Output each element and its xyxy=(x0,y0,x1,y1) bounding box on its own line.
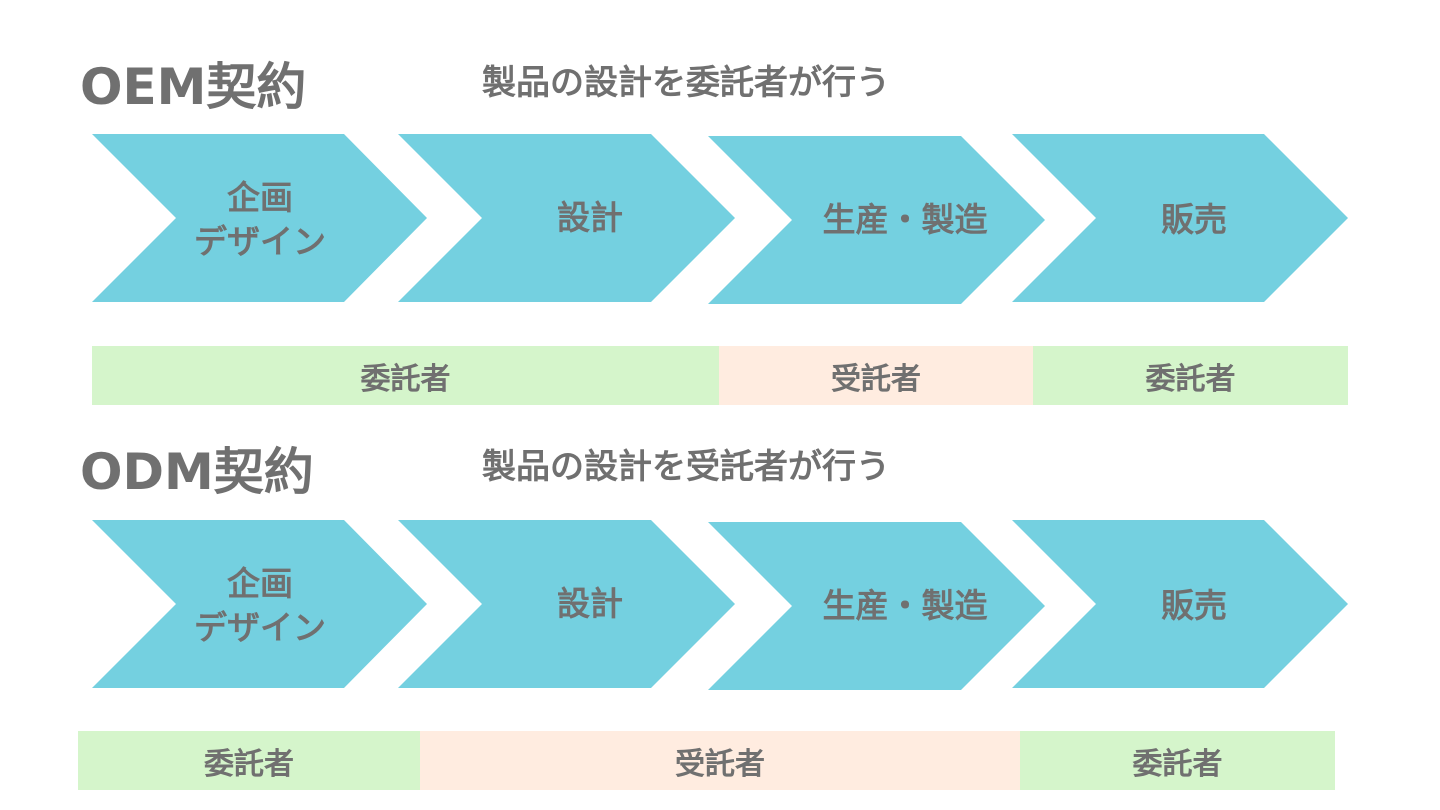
chevron-step xyxy=(708,522,1045,690)
role-client: 委託者 xyxy=(78,731,420,790)
chevron-step xyxy=(1012,134,1348,302)
odm-title: ODM契約 xyxy=(80,443,314,501)
chevron-step xyxy=(92,520,427,688)
role-client: 委託者 xyxy=(1033,346,1348,405)
oem-title: OEM契約 xyxy=(80,58,307,116)
role-contractor: 受託者 xyxy=(719,346,1033,405)
role-contractor: 受託者 xyxy=(420,731,1020,790)
chevron-step xyxy=(708,136,1045,304)
chevron-step xyxy=(92,134,427,302)
step-sales: 販売 xyxy=(1161,586,1227,625)
step-manufacturing: 生産・製造 xyxy=(822,586,988,625)
role-client: 委託者 xyxy=(92,346,719,405)
role-client: 委託者 xyxy=(1020,731,1335,790)
oem-subtitle: 製品の設計を委託者が行う xyxy=(482,63,890,103)
step-design: 設計 xyxy=(557,584,623,623)
chevron-step xyxy=(398,520,735,688)
step-manufacturing: 生産・製造 xyxy=(822,200,988,239)
odm-subtitle: 製品の設計を受託者が行う xyxy=(482,447,890,487)
chevron-step xyxy=(1012,520,1348,688)
step-design: 設計 xyxy=(557,198,623,237)
step-planning-design: 企画 デザイン xyxy=(194,564,326,647)
step-planning-design: 企画 デザイン xyxy=(194,178,326,261)
step-sales: 販売 xyxy=(1161,200,1227,239)
chevron-step xyxy=(398,134,735,302)
